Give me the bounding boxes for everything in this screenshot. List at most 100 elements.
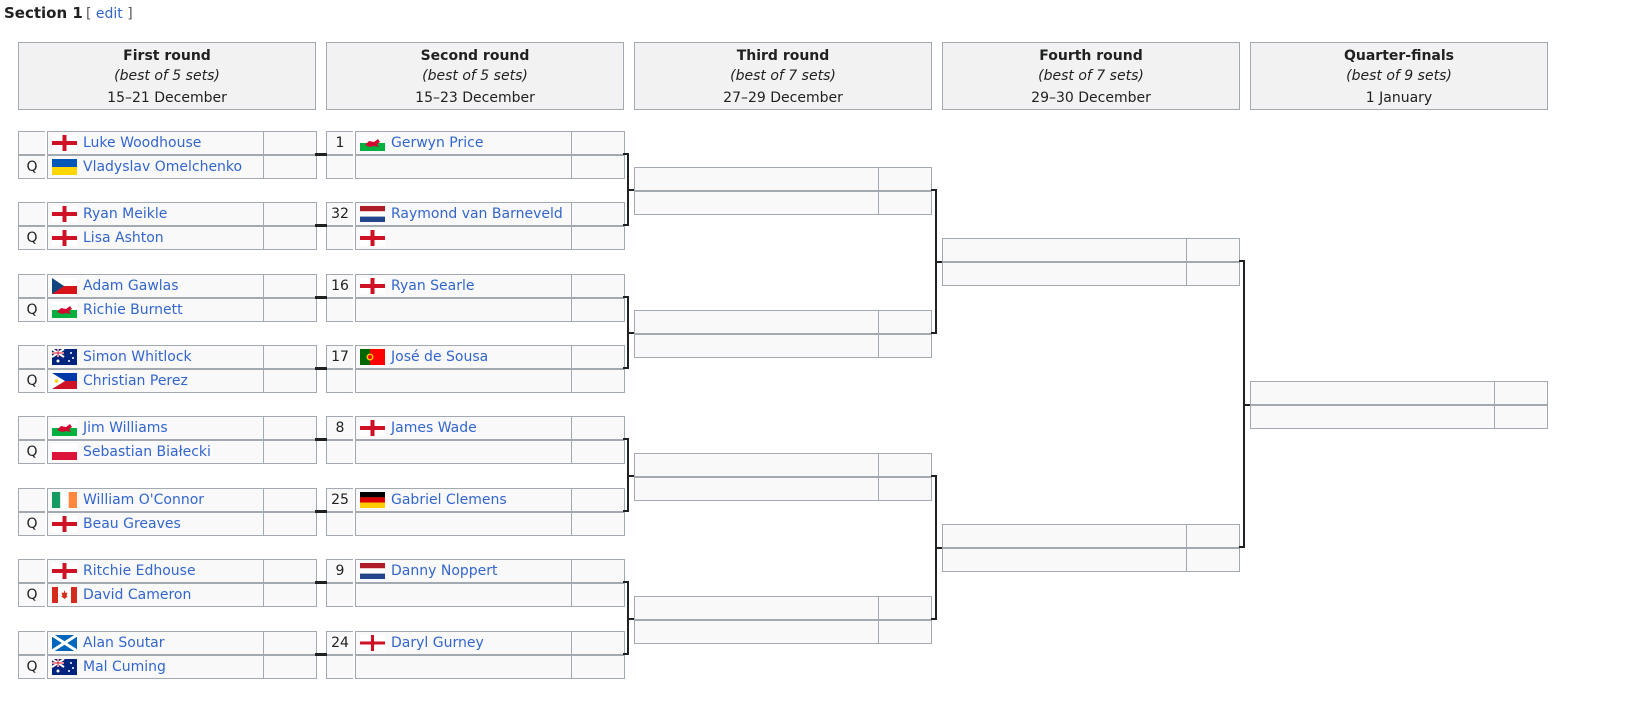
player-name-cell: Luke Woodhouse xyxy=(47,131,263,155)
score-cell xyxy=(571,655,625,679)
bracket-line xyxy=(315,224,327,227)
seed-cell xyxy=(18,416,45,440)
seed-cell: 25 xyxy=(326,488,353,512)
player-name-cell: Ryan Meikle xyxy=(47,202,263,226)
player-name-cell: Ryan Searle xyxy=(355,274,571,298)
player-link[interactable]: Ryan Searle xyxy=(391,278,475,294)
player-row xyxy=(634,167,932,191)
canada-flag-icon xyxy=(52,587,77,603)
player-link[interactable]: Daryl Gurney xyxy=(391,635,484,651)
player-row: 1 Gerwyn Price xyxy=(326,131,625,155)
bracket-line xyxy=(931,189,937,191)
player-row: 25 Gabriel Clemens xyxy=(326,488,625,512)
player-link[interactable]: Beau Greaves xyxy=(83,516,181,532)
score-cell xyxy=(571,298,625,322)
england-flag-icon xyxy=(52,206,77,222)
round-header: Quarter-finals(best of 9 sets)1 January xyxy=(1250,42,1548,110)
player-link[interactable]: Ritchie Edhouse xyxy=(83,563,196,579)
seed-cell xyxy=(18,274,45,298)
score-cell xyxy=(878,334,932,358)
player-link[interactable]: Lisa Ashton xyxy=(83,230,164,246)
player-row xyxy=(326,155,625,179)
bracket-line xyxy=(627,332,634,334)
player-link[interactable]: David Cameron xyxy=(83,587,192,603)
round-best-of: (best of 7 sets) xyxy=(1038,68,1144,84)
score-cell xyxy=(263,655,317,679)
player-name-cell: Alan Soutar xyxy=(47,631,263,655)
player-name-cell xyxy=(355,226,571,250)
player-link[interactable]: Raymond van Barneveld xyxy=(391,206,563,222)
player-link[interactable]: Simon Whitlock xyxy=(83,349,192,365)
score-cell xyxy=(263,202,317,226)
player-row: Luke Woodhouse xyxy=(18,131,317,155)
seed-cell: 9 xyxy=(326,559,353,583)
player-name-cell: Lisa Ashton xyxy=(47,226,263,250)
player-link[interactable]: Christian Perez xyxy=(83,373,188,389)
player-row: William O'Connor xyxy=(18,488,317,512)
england-flag-icon xyxy=(52,516,77,532)
seed-cell: Q xyxy=(18,440,45,464)
player-link[interactable]: Danny Noppert xyxy=(391,563,498,579)
round-dates: 15–23 December xyxy=(415,90,535,106)
player-link[interactable]: Jim Williams xyxy=(83,420,168,436)
portugal-flag-icon xyxy=(360,349,385,365)
player-name-cell xyxy=(634,596,878,620)
score-cell xyxy=(878,477,932,501)
seed-cell xyxy=(326,583,353,607)
score-cell xyxy=(571,345,625,369)
player-name-cell: Beau Greaves xyxy=(47,512,263,536)
player-row xyxy=(634,596,932,620)
seed-cell: 1 xyxy=(326,131,353,155)
player-link[interactable]: Vladyslav Omelchenko xyxy=(83,159,243,175)
score-cell xyxy=(1186,238,1240,262)
player-link[interactable]: Mal Cuming xyxy=(83,659,166,675)
score-cell xyxy=(263,298,317,322)
wales-flag-icon xyxy=(360,135,385,151)
bracket-line xyxy=(623,367,629,369)
bracket-line xyxy=(627,189,634,191)
player-link[interactable]: Gabriel Clemens xyxy=(391,492,507,508)
seed-cell xyxy=(326,226,353,250)
player-row: Q Christian Perez xyxy=(18,369,317,393)
seed-cell: 32 xyxy=(326,202,353,226)
score-cell xyxy=(263,416,317,440)
round-dates: 29–30 December xyxy=(1031,90,1151,106)
player-link[interactable]: Sebastian Białecki xyxy=(83,444,211,460)
player-link[interactable]: Ryan Meikle xyxy=(83,206,168,222)
score-cell xyxy=(263,631,317,655)
seed-cell xyxy=(18,131,45,155)
score-cell xyxy=(571,440,625,464)
player-link[interactable]: Richie Burnett xyxy=(83,302,183,318)
player-name-cell: Daryl Gurney xyxy=(355,631,571,655)
player-row: Alan Soutar xyxy=(18,631,317,655)
ireland-flag-icon xyxy=(52,492,77,508)
player-name-cell: Gabriel Clemens xyxy=(355,488,571,512)
player-link[interactable]: William O'Connor xyxy=(83,492,205,508)
player-link[interactable]: Luke Woodhouse xyxy=(83,135,202,151)
player-name-cell: Sebastian Białecki xyxy=(47,440,263,464)
bracket-line xyxy=(627,618,634,620)
poland-flag-icon xyxy=(52,444,77,460)
edit-link[interactable]: edit xyxy=(95,6,123,22)
player-link[interactable]: Adam Gawlas xyxy=(83,278,179,294)
seed-cell: Q xyxy=(18,369,45,393)
player-name-cell xyxy=(634,477,878,501)
seed-cell: Q xyxy=(18,583,45,607)
player-name-cell xyxy=(355,155,571,179)
round-header: Fourth round(best of 7 sets)29–30 Decemb… xyxy=(942,42,1240,110)
player-row: Jim Williams xyxy=(18,416,317,440)
bracket-line xyxy=(315,153,327,156)
player-link[interactable]: James Wade xyxy=(391,420,477,436)
player-link[interactable]: Alan Soutar xyxy=(83,635,165,651)
player-name-cell: Ritchie Edhouse xyxy=(47,559,263,583)
bracket-line xyxy=(623,653,629,655)
bracket-line xyxy=(931,618,937,620)
bracket-line xyxy=(935,261,942,263)
player-link[interactable]: José de Sousa xyxy=(391,349,489,365)
bracket-line xyxy=(315,581,327,584)
player-link[interactable]: Gerwyn Price xyxy=(391,135,484,151)
